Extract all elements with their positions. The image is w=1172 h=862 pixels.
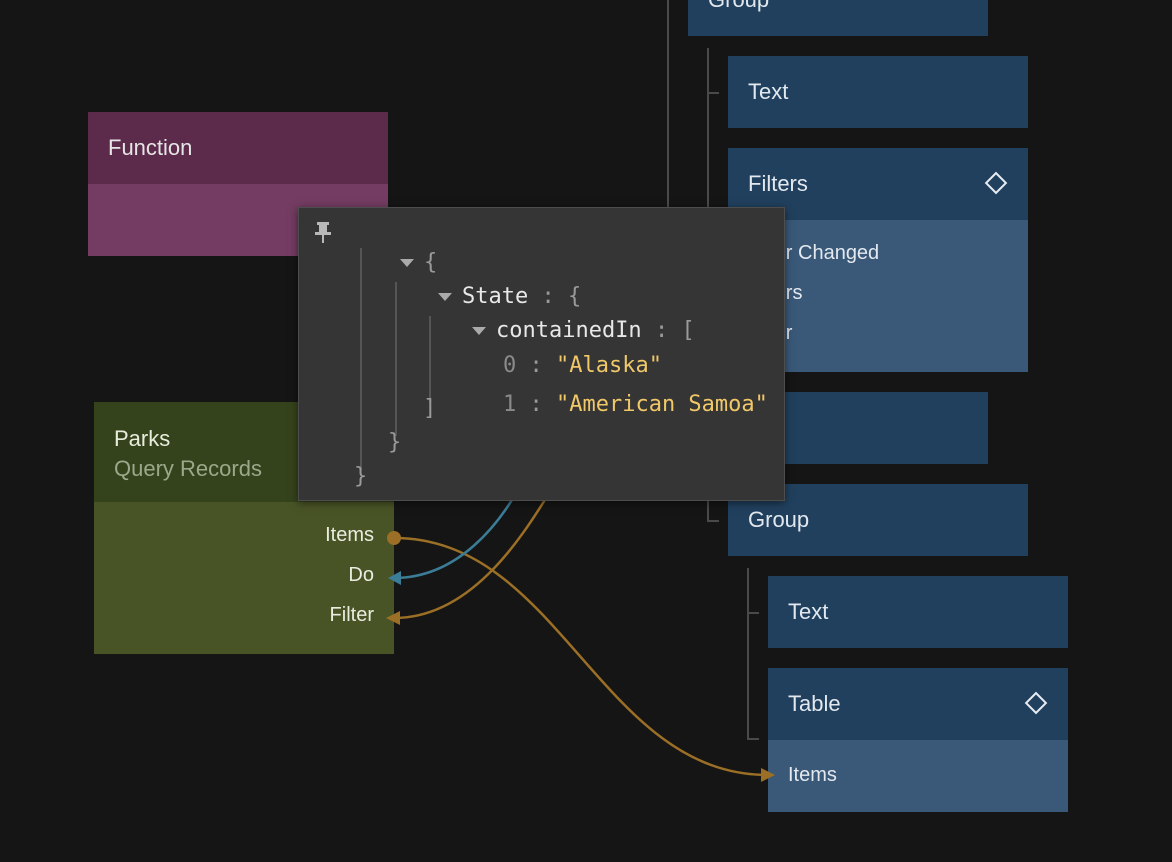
- json-contained-line: containedIn : [: [419, 286, 695, 376]
- data-inspector-popup[interactable]: { State : { containedIn : [ 0 : "Alaska"…: [298, 207, 785, 501]
- parks-port-items[interactable]: Items: [325, 524, 374, 546]
- tree-node-text-2[interactable]: Text: [768, 576, 1068, 648]
- tree-guide: [360, 248, 362, 470]
- json-value: "American Samoa": [555, 392, 768, 417]
- node-title: Group: [708, 0, 769, 13]
- tree-node-text-1[interactable]: Text: [728, 56, 1028, 128]
- node-title: Parks: [114, 426, 171, 451]
- node-title: Table: [788, 691, 841, 716]
- json-state-line: State : {: [385, 252, 581, 342]
- tree-guide-line: [747, 568, 749, 740]
- json-array-item: 1 : "American Samoa": [502, 392, 768, 417]
- node-title: Text: [748, 79, 789, 104]
- wire-filter: [393, 494, 550, 620]
- table-header: Table: [768, 668, 1068, 740]
- tree-guide-line: [707, 92, 719, 94]
- json-array-close: ]: [423, 396, 437, 421]
- tree-guide-line: [707, 520, 719, 522]
- diamond-icon[interactable]: [984, 171, 1008, 195]
- table-port-items[interactable]: Items: [788, 764, 837, 786]
- node-subtitle: Query Records: [114, 456, 262, 481]
- parks-port-filter[interactable]: Filter: [329, 604, 374, 626]
- json-root-close: }: [354, 464, 368, 489]
- tree-guide-line: [747, 738, 759, 740]
- pin-icon[interactable]: [313, 220, 333, 250]
- tree-guide-line: [667, 0, 669, 210]
- collapse-triangle-icon[interactable]: [399, 259, 414, 267]
- tree-guide: [429, 316, 431, 402]
- json-root-open: {: [347, 218, 437, 308]
- tree-guide-line: [747, 612, 759, 614]
- tree-node-group-top[interactable]: Group: [688, 0, 988, 36]
- json-key-state: State: [461, 284, 529, 309]
- collapse-triangle-icon[interactable]: [437, 293, 452, 301]
- table-body: Items: [768, 740, 1068, 812]
- json-key-containedIn: containedIn: [495, 318, 642, 343]
- node-title: Filters: [748, 171, 808, 196]
- node-title: Text: [788, 599, 829, 624]
- json-value: "Alaska": [555, 353, 662, 378]
- wire-do: [393, 494, 517, 580]
- parks-port-do[interactable]: Do: [348, 564, 374, 586]
- parks-body: Items Do Filter: [94, 502, 394, 654]
- tree-guide: [395, 282, 397, 436]
- tree-node-table[interactable]: Table Items: [768, 668, 1068, 812]
- diamond-icon[interactable]: [1024, 691, 1048, 715]
- parks-items-port-dot[interactable]: [387, 531, 401, 545]
- wire-items-to-table: [393, 536, 769, 777]
- function-header: Function: [88, 112, 388, 184]
- json-array-item: 0 : "Alaska": [502, 353, 662, 378]
- collapse-triangle-icon[interactable]: [471, 327, 486, 335]
- node-title: Group: [748, 507, 810, 532]
- node-title: Function: [108, 135, 193, 160]
- json-state-close: }: [388, 430, 402, 455]
